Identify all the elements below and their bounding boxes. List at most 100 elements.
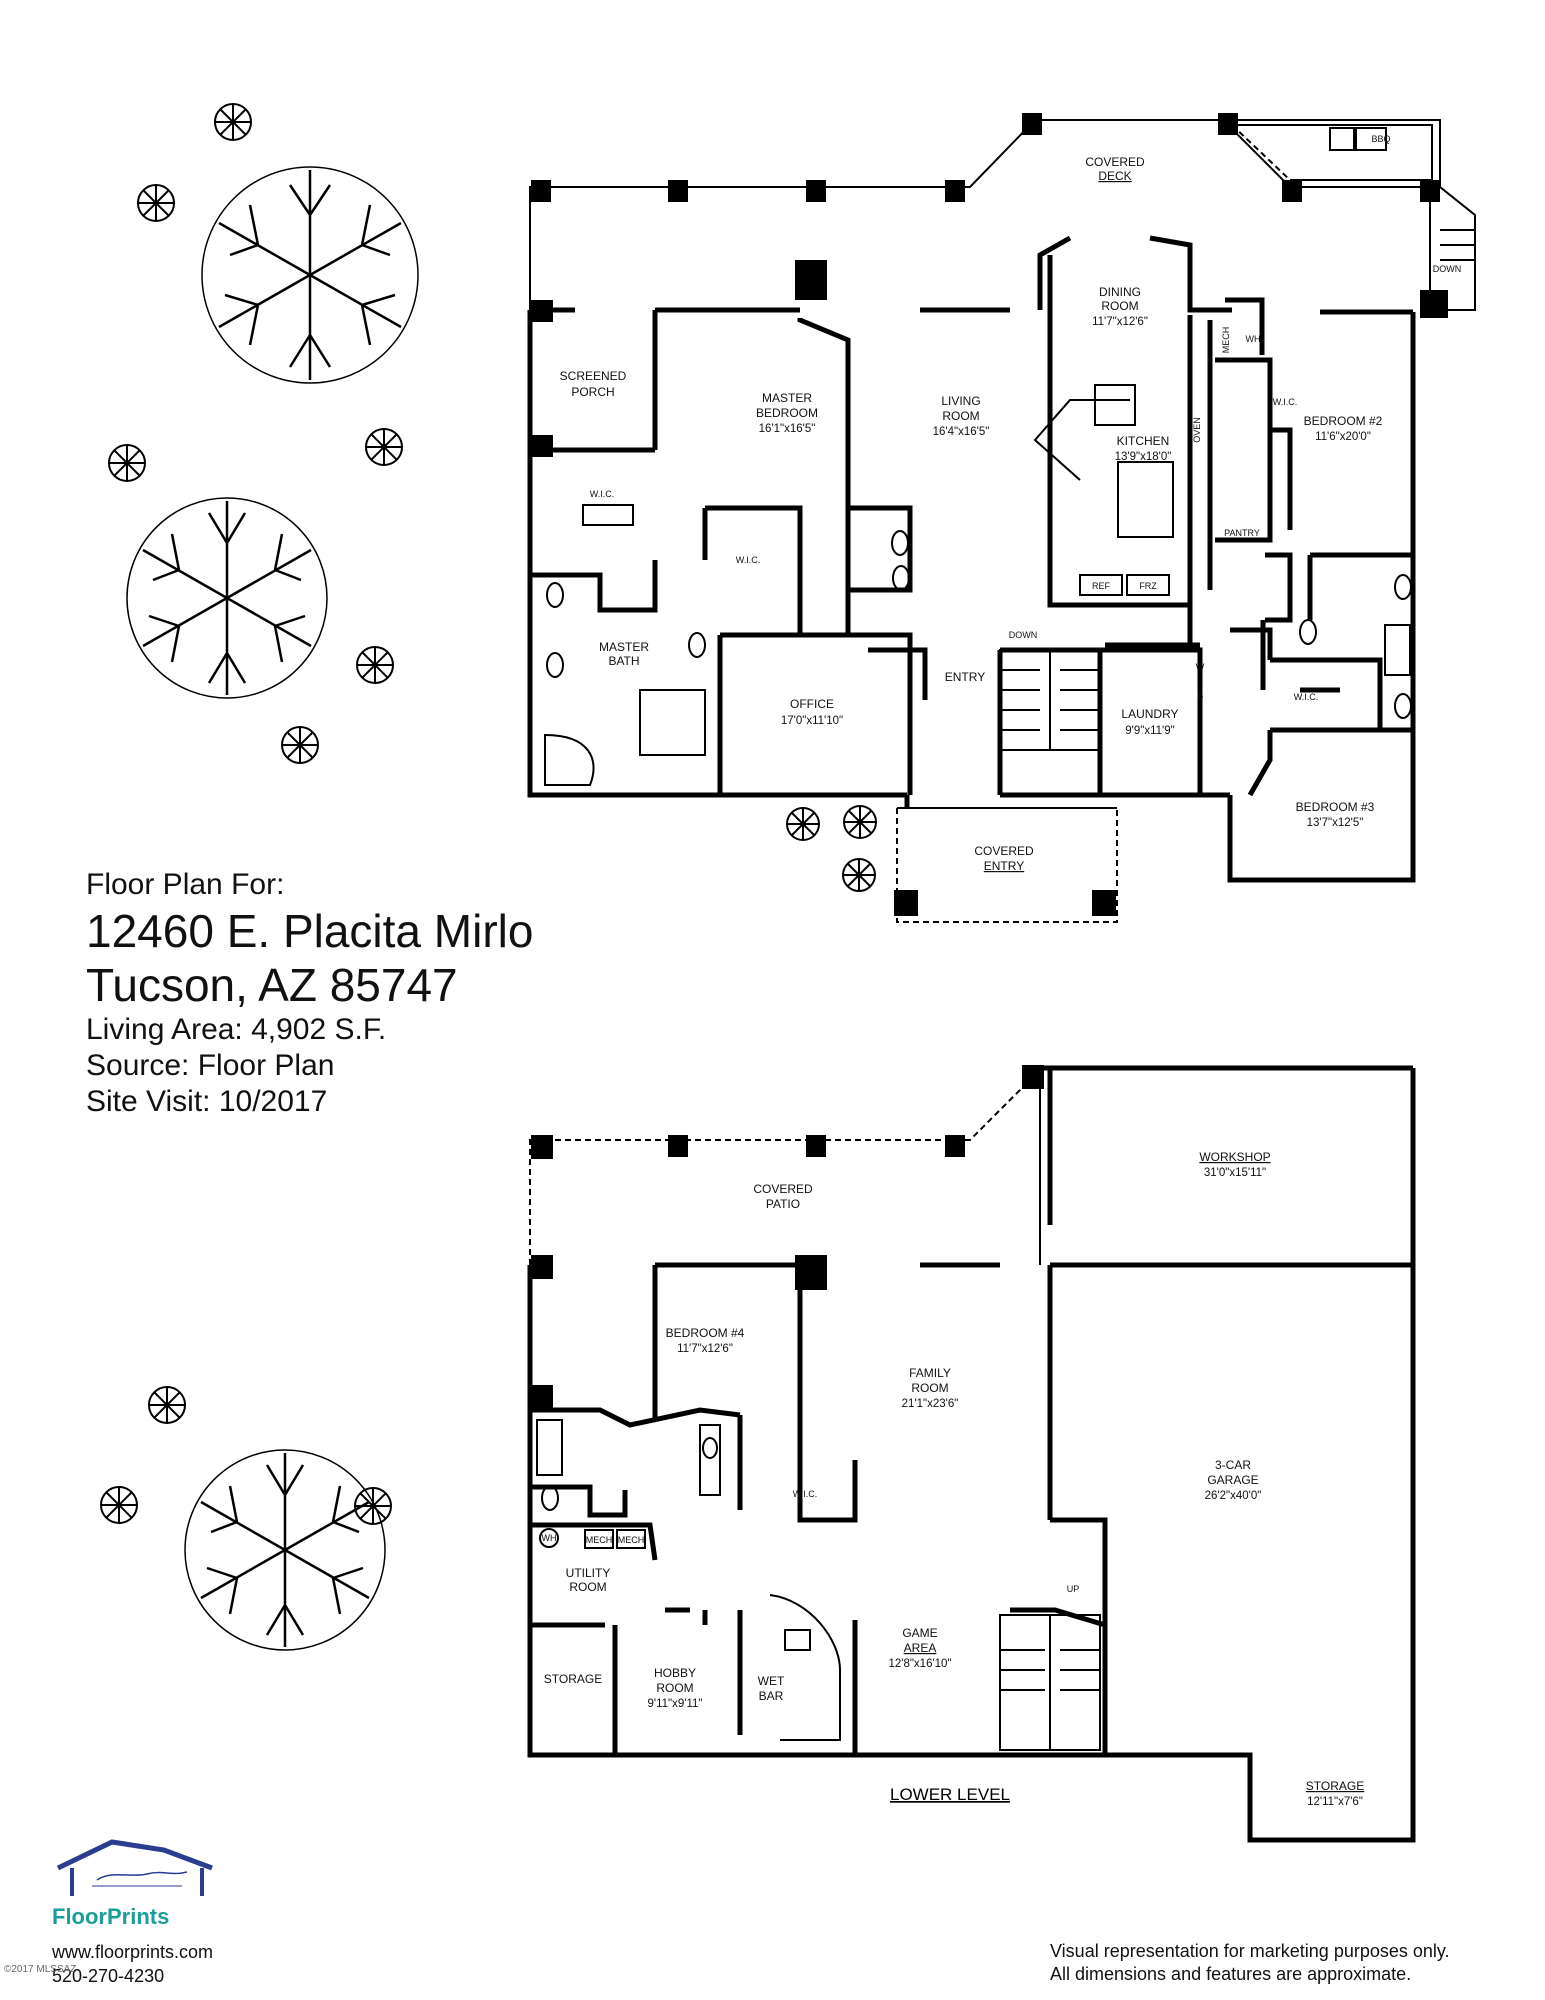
garage-label-1: 3-CAR bbox=[1215, 1458, 1251, 1472]
mech2-label: MECH bbox=[618, 1535, 645, 1545]
workshop-label: WORKSHOP bbox=[1199, 1150, 1270, 1164]
wet-bar-label-2: BAR bbox=[759, 1689, 784, 1703]
master-bedroom-dimensions: 16'1"x16'5" bbox=[759, 423, 816, 435]
kitchen-island bbox=[1033, 384, 1174, 596]
living-room-label-1: LIVING bbox=[941, 394, 980, 408]
mech1-label: MECH bbox=[586, 1535, 613, 1545]
floor-plan-for-heading: Floor Plan For: bbox=[86, 868, 285, 901]
family-room-label-2: ROOM bbox=[911, 1381, 948, 1395]
property-info: Floor Plan For: 12460 E. Placita Mirlo T… bbox=[86, 866, 533, 1120]
source-info: Source: Floor Plan bbox=[86, 1049, 335, 1082]
site-visit: Site Visit: 10/2017 bbox=[86, 1085, 328, 1118]
master-bedroom-label-2: BEDROOM bbox=[756, 406, 818, 420]
hobby-room-dimensions: 9'11"x9'11" bbox=[648, 1698, 703, 1710]
deck-posts bbox=[531, 113, 1448, 457]
down-stairs-label: DOWN bbox=[1009, 630, 1038, 640]
dining-room-label-1: DINING bbox=[1099, 285, 1141, 299]
wic-lower-label: W.I.C. bbox=[793, 1489, 818, 1499]
disclaimer-line-1: Visual representation for marketing purp… bbox=[1050, 1941, 1450, 1961]
lower-level-label: LOWER LEVEL bbox=[890, 1785, 1010, 1804]
contact-block: www.floorprints.com 520-270-4230 bbox=[52, 1940, 213, 1988]
tree-large-icon bbox=[126, 497, 328, 699]
kitchen-dimensions: 13'9"x18'0" bbox=[1115, 451, 1172, 463]
up-stairs-label: UP bbox=[1067, 1584, 1080, 1594]
entry-posts bbox=[894, 890, 1116, 916]
disclaimer-line-2: All dimensions and features are approxim… bbox=[1050, 1964, 1412, 1984]
website-link[interactable]: www.floorprints.com bbox=[52, 1942, 214, 1962]
garage-dimensions: 26'2"x40'0" bbox=[1205, 1490, 1262, 1502]
bedroom2-dimensions: 11'6"x20'0" bbox=[1315, 431, 1371, 443]
covered-deck-label-1: COVERED bbox=[1085, 155, 1145, 169]
dining-room-label-2: ROOM bbox=[1101, 299, 1138, 313]
utility-room-label-2: ROOM bbox=[569, 1580, 606, 1594]
ref-label: REF bbox=[1092, 581, 1111, 591]
covered-entry-label-1: COVERED bbox=[974, 844, 1034, 858]
storage2-dimensions: 12'11"x7'6" bbox=[1307, 1796, 1363, 1808]
lower-bath-fixtures bbox=[536, 1419, 841, 1741]
laundry-dimensions: 9'9"x11'9" bbox=[1125, 725, 1174, 737]
covered-entry-label-2: ENTRY bbox=[984, 859, 1024, 873]
tree-large-icon bbox=[184, 1449, 386, 1651]
wh-label: WH bbox=[1246, 334, 1261, 344]
frz-label: FRZ bbox=[1139, 581, 1157, 591]
lower-stairs bbox=[999, 1614, 1101, 1751]
patio-posts bbox=[531, 1065, 1044, 1409]
bedroom3-label: BEDROOM #3 bbox=[1296, 800, 1375, 814]
floorprints-logo-icon bbox=[56, 1839, 213, 1896]
deck-down-label: DOWN bbox=[1433, 264, 1462, 274]
disclaimer: Visual representation for marketing purp… bbox=[1050, 1940, 1450, 1986]
covered-deck-outline bbox=[529, 119, 1476, 311]
address-line-2: Tucson, AZ 85747 bbox=[86, 959, 458, 1011]
utility-room-label-1: UTILITY bbox=[566, 1566, 611, 1580]
landscape-trees bbox=[100, 103, 877, 1651]
family-room-label-1: FAMILY bbox=[909, 1366, 951, 1380]
game-area-label-1: GAME bbox=[902, 1626, 937, 1640]
covered-patio-label-1: COVERED bbox=[753, 1182, 813, 1196]
bedroom2-label: BEDROOM #2 bbox=[1304, 414, 1383, 428]
living-area: Living Area: 4,902 S.F. bbox=[86, 1013, 387, 1046]
dining-room-dimensions: 11'7"x12'6" bbox=[1092, 316, 1148, 328]
hobby-room-label-2: ROOM bbox=[656, 1681, 693, 1695]
upper-stairs bbox=[999, 649, 1101, 751]
upper-bath-fixtures bbox=[544, 504, 1412, 786]
kitchen-label: KITCHEN bbox=[1117, 434, 1170, 448]
upper-level-walls bbox=[527, 235, 1416, 883]
lower-level-walls bbox=[527, 1065, 1416, 1843]
wic-bedroom3-label: W.I.C. bbox=[1294, 692, 1319, 702]
covered-entry-outline bbox=[896, 807, 1118, 923]
covered-patio-outline bbox=[529, 1068, 1041, 1265]
bedroom3-dimensions: 13'7"x12'5" bbox=[1307, 817, 1364, 829]
pantry-label: PANTRY bbox=[1224, 528, 1260, 538]
living-room-label-2: ROOM bbox=[942, 409, 979, 423]
garage-label-2: GARAGE bbox=[1207, 1473, 1258, 1487]
mech-label: MECH bbox=[1221, 327, 1231, 354]
laundry-label: LAUNDRY bbox=[1121, 707, 1178, 721]
family-room-dimensions: 21'1"x23'6" bbox=[902, 1398, 959, 1410]
entry-label: ENTRY bbox=[945, 670, 985, 684]
wh-lower-label: WH bbox=[542, 1533, 557, 1543]
bedroom4-label: BEDROOM #4 bbox=[666, 1326, 745, 1340]
logo-text: FloorPrints bbox=[52, 1904, 170, 1929]
living-room-dimensions: 16'4"x16'5" bbox=[933, 426, 990, 438]
game-area-dimensions: 12'8"x16'10" bbox=[888, 1658, 951, 1670]
shrub-icon bbox=[100, 103, 877, 1525]
office-label: OFFICE bbox=[790, 697, 834, 711]
tree-large-icon bbox=[201, 166, 419, 384]
covered-deck-label-2: DECK bbox=[1098, 169, 1131, 183]
storage2-label: STORAGE bbox=[1306, 1779, 1364, 1793]
wet-bar-label-1: WET bbox=[758, 1674, 785, 1688]
master-bath-label-1: MASTER bbox=[599, 640, 649, 654]
mls-watermark: ©2017 MLSSAZ bbox=[4, 1964, 77, 1975]
workshop-dimensions: 31'0"x15'11" bbox=[1204, 1167, 1266, 1179]
washer-label: W bbox=[1196, 662, 1205, 672]
phone-number: 520-270-4230 bbox=[52, 1966, 165, 1986]
master-bath-label-2: BATH bbox=[608, 654, 639, 668]
address-line-1: 12460 E. Placita Mirlo bbox=[86, 905, 534, 957]
wic-master-2-label: W.I.C. bbox=[736, 555, 761, 565]
oven-label: OVEN bbox=[1192, 417, 1202, 443]
screened-porch-label-2: PORCH bbox=[571, 385, 614, 399]
covered-patio-label-2: PATIO bbox=[766, 1197, 800, 1211]
bbq-label: BBQ bbox=[1371, 134, 1390, 144]
